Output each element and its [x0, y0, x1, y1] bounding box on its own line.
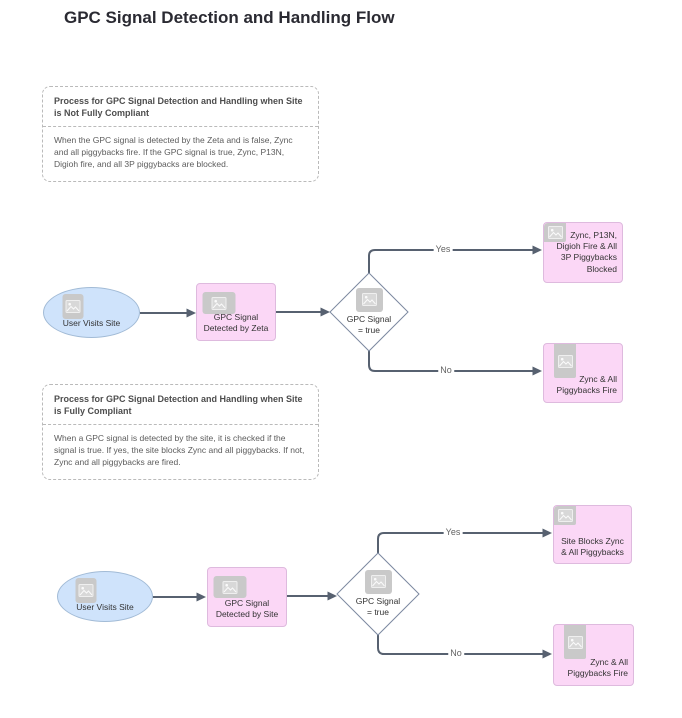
note-title: Process for GPC Signal Detection and Han… [43, 385, 318, 426]
start-node-label: User Visits Site [62, 317, 121, 328]
arrowhead [532, 366, 542, 376]
edge-label-no: No [438, 365, 454, 376]
arrowhead [186, 308, 196, 318]
decision-node-label: GPC Signal = true [346, 313, 392, 335]
decision-node-gpc-signal-true: GPC Signal = true [331, 281, 407, 343]
arrowhead [542, 649, 552, 659]
arrowhead [542, 528, 552, 538]
image-placeholder-icon [213, 576, 247, 598]
result-node-site-blocks-zync: Site Blocks Zync & All Piggybacks [553, 505, 632, 564]
start-node-label: User Visits Site [76, 601, 134, 612]
result-node-piggybacks-blocked: Zync, P13N, Digioh Fire & All 3P Piggyba… [543, 222, 623, 283]
image-placeholder-icon [355, 287, 383, 312]
image-placeholder-icon [544, 223, 566, 242]
note-body: When the GPC signal is detected by the Z… [54, 135, 293, 170]
note-title: Process for GPC Signal Detection and Han… [43, 87, 318, 128]
image-placeholder-icon [554, 506, 576, 525]
image-placeholder-icon [564, 625, 586, 659]
image-placeholder-icon [554, 344, 576, 378]
edge-decision1-no [368, 351, 533, 372]
note-body: When a GPC signal is detected by the sit… [54, 433, 305, 468]
arrowhead [196, 592, 206, 602]
image-placeholder-icon [202, 292, 236, 314]
note-box-fully-compliant: Process for GPC Signal Detection and Han… [42, 384, 319, 480]
arrowhead [532, 245, 542, 255]
image-placeholder-icon [364, 569, 392, 594]
edge-label-no: No [448, 648, 464, 659]
result-node-label: Zync & All Piggybacks Fire [567, 656, 628, 678]
diagram-title: GPC Signal Detection and Handling Flow [64, 8, 395, 27]
result-node-label: Zync & All Piggybacks Fire [556, 373, 617, 395]
image-placeholder-icon [62, 294, 83, 319]
result-node-label: Zync, P13N, Digioh Fire & All 3P Piggyba… [556, 230, 617, 274]
process-node-label: GPC Signal Detected by Zeta [203, 311, 269, 333]
image-placeholder-icon [75, 578, 97, 603]
decision-node-label: GPC Signal = true [355, 595, 401, 617]
arrowhead [320, 307, 330, 317]
process-node-gpc-detected-by-site: GPC Signal Detected by Site [207, 567, 287, 627]
process-node-gpc-detected-by-zeta: GPC Signal Detected by Zeta [196, 283, 276, 341]
result-node-piggybacks-fire: Zync & All Piggybacks Fire [553, 624, 634, 686]
note-box-not-fully-compliant: Process for GPC Signal Detection and Han… [42, 86, 319, 182]
decision-node-gpc-signal-true: GPC Signal = true [338, 562, 418, 626]
edge-decision1-yes [368, 249, 533, 273]
start-node-user-visits-site: User Visits Site [43, 287, 140, 338]
result-node-piggybacks-fire: Zync & All Piggybacks Fire [543, 343, 623, 403]
decision1-diamond-shape [329, 272, 409, 352]
edge-decision2-yes [377, 532, 543, 553]
result-node-label: Site Blocks Zync & All Piggybacks [561, 535, 624, 557]
arrowhead [327, 591, 337, 601]
process-node-label: GPC Signal Detected by Site [215, 597, 279, 619]
edge-label-yes: Yes [433, 244, 453, 255]
edge-decision2-no [377, 635, 543, 655]
start-node-user-visits-site: User Visits Site [57, 571, 153, 622]
edge-label-yes: Yes [443, 527, 463, 538]
decision2-diamond-shape [336, 552, 420, 636]
